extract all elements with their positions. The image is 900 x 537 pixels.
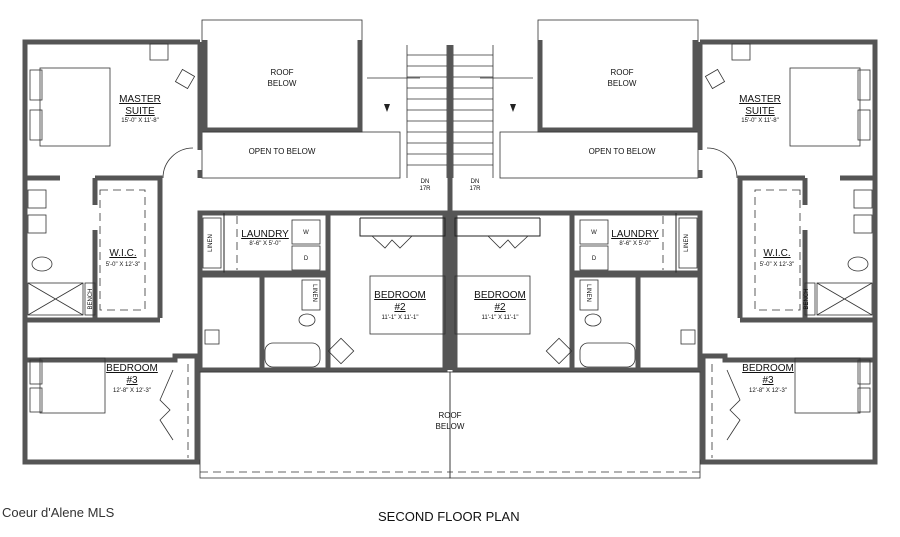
bedroom3-number: #3: [126, 375, 138, 386]
bedroom3-size: 12'-8" X 12'-3": [113, 388, 151, 394]
master-label-1: MASTER: [119, 94, 161, 105]
stairs-risers: 17R: [469, 186, 481, 192]
open-to-below-label: OPEN TO BELOW: [589, 147, 656, 156]
bedroom2-number: #2: [394, 302, 406, 313]
bedroom2-label: BEDROOM: [374, 290, 426, 301]
bedroom2-size: 11'-1" X 11'-1": [481, 315, 518, 321]
roof-label: BELOW: [608, 79, 637, 88]
master-size: 15'-0" X 11'-8": [121, 118, 158, 124]
bedroom3-number: #3: [762, 375, 774, 386]
linen-label: LINEN: [684, 234, 690, 252]
washer-label: W: [591, 230, 597, 236]
laundry-label: LAUNDRY: [611, 229, 659, 240]
roof-label: ROOF: [610, 68, 633, 77]
linen-label: LINEN: [311, 284, 317, 302]
dryer-label: D: [592, 256, 597, 262]
linen-label: LINEN: [208, 234, 214, 252]
bedroom3-label: BEDROOM: [106, 363, 158, 374]
bench-label: BENCH: [88, 288, 94, 309]
bottom-roof-label: ROOF: [438, 411, 461, 420]
stairs-risers: 17R: [419, 186, 431, 192]
plan-title: SECOND FLOOR PLAN: [378, 509, 520, 524]
laundry-label: LAUNDRY: [241, 229, 289, 240]
bench-label: BENCH: [804, 288, 810, 309]
master-label-2: SUITE: [745, 106, 775, 117]
wic-size: 5'-0" X 12'-3": [760, 262, 795, 268]
left-unit-labels: MASTER SUITE 15'-0" X 11'-8" ROOF BELOW …: [88, 68, 431, 394]
linen-label: LINEN: [585, 284, 591, 302]
bedroom2-number: #2: [494, 302, 506, 313]
laundry-size: 8'-6" X 5'-0": [619, 241, 650, 247]
washer-label: W: [303, 230, 309, 236]
open-to-below-label: OPEN TO BELOW: [249, 147, 316, 156]
bedroom2-size: 11'-1" X 11'-1": [381, 315, 418, 321]
bedroom2-label: BEDROOM: [474, 290, 526, 301]
right-unit-labels: MASTER SUITE 15'-0" X 11'-8" ROOF BELOW …: [469, 68, 810, 394]
roof-label: BELOW: [268, 79, 297, 88]
left-unit-plan: [25, 20, 450, 478]
right-unit-plan: [450, 20, 875, 478]
wic-size: 5'-0" X 12'-3": [106, 262, 141, 268]
master-size: 15'-0" X 11'-8": [741, 118, 778, 124]
master-label-2: SUITE: [125, 106, 155, 117]
wic-label: W.I.C.: [763, 248, 790, 259]
dryer-label: D: [304, 256, 309, 262]
bottom-roof-label: BELOW: [436, 422, 465, 431]
master-label-1: MASTER: [739, 94, 781, 105]
stairs-label: DN: [471, 179, 480, 185]
mls-watermark: Coeur d'Alene MLS: [2, 505, 115, 520]
bedroom3-size: 12'-8" X 12'-3": [749, 388, 787, 394]
roof-label: ROOF: [270, 68, 293, 77]
laundry-size: 8'-6" X 5'-0": [249, 241, 280, 247]
stairs-label: DN: [421, 179, 430, 185]
bedroom3-label: BEDROOM: [742, 363, 794, 374]
wic-label: W.I.C.: [109, 248, 136, 259]
